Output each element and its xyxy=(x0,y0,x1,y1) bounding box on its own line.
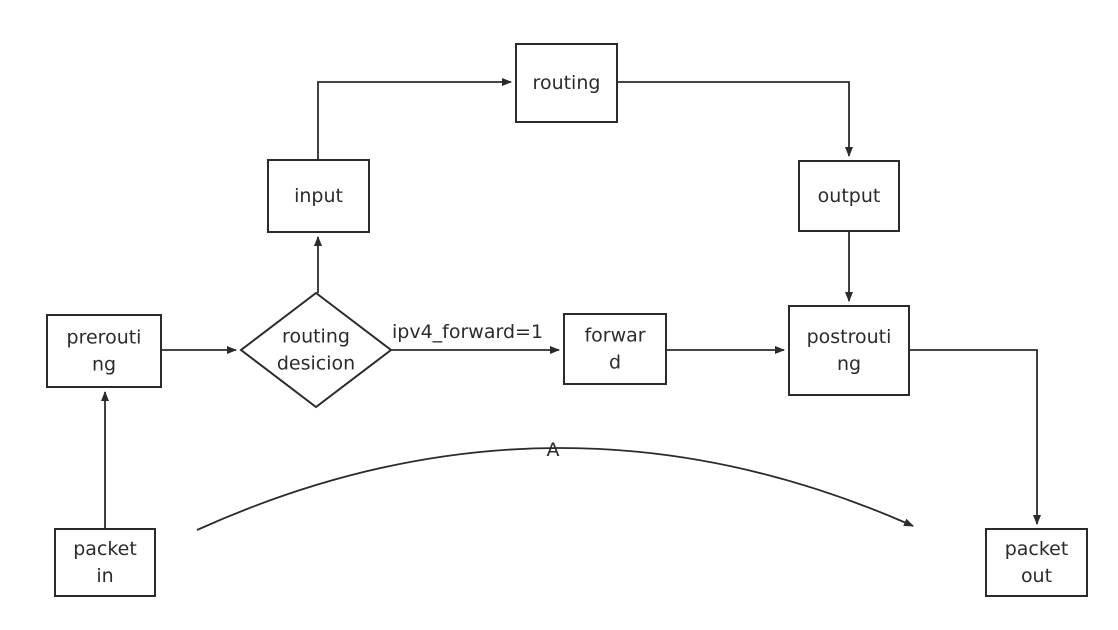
node-shape-output xyxy=(798,160,900,232)
node-shape-routing-decision xyxy=(239,291,393,409)
node-label-output: output xyxy=(818,185,881,207)
node-shape-packet-in xyxy=(54,528,156,597)
edges-layer xyxy=(101,78,1041,531)
edge-label-curve-a: A xyxy=(547,439,560,461)
node-shape-routing xyxy=(515,43,618,123)
node-shape-forward xyxy=(563,313,667,385)
node-label-routing: routing xyxy=(533,72,601,94)
edge-labels-layer: ipv4_forward=1A xyxy=(392,321,560,461)
node-output[interactable]: output xyxy=(798,160,900,232)
node-shape-prerouting xyxy=(46,314,162,388)
node-shape-packet-out xyxy=(985,528,1088,597)
node-label-input: input xyxy=(294,185,343,207)
edge-routing-to-output xyxy=(617,81,853,157)
node-routing[interactable]: routing xyxy=(515,43,618,123)
edge-label-routing-decision-to-forward: ipv4_forward=1 xyxy=(392,321,543,343)
node-input[interactable]: input xyxy=(267,159,370,233)
edge-input-to-routing xyxy=(317,78,512,160)
node-shape-postrouting xyxy=(788,305,910,396)
edge-curve-a xyxy=(196,447,914,531)
edge-postrouting-to-packet-out xyxy=(909,349,1041,525)
node-shape-input xyxy=(267,159,370,233)
